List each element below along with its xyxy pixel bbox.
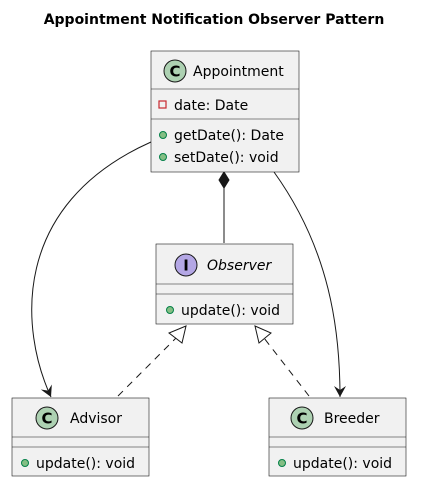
realization-advisor-observer xyxy=(117,325,187,397)
class-name: Advisor xyxy=(70,411,122,427)
class-name: Breeder xyxy=(324,411,380,427)
class-name: Appointment xyxy=(193,64,284,80)
private-field-icon xyxy=(158,100,167,109)
interface-name: Observer xyxy=(207,258,272,274)
public-method-icon xyxy=(166,306,174,314)
realization-arrowhead xyxy=(168,325,187,344)
class-advisor: C Advisor update(): void xyxy=(11,397,150,477)
public-method-icon xyxy=(159,131,167,139)
interface-glyph: I xyxy=(183,257,189,275)
class-glyph: C xyxy=(296,410,307,428)
interface-circle-icon xyxy=(174,253,198,277)
method-update: update(): void xyxy=(293,456,392,472)
public-method-icon xyxy=(159,153,167,161)
public-method-icon xyxy=(21,459,29,467)
method-update: update(): void xyxy=(181,303,280,319)
association-appointment-advisor xyxy=(31,141,152,398)
relations xyxy=(31,141,346,398)
class-circle-icon xyxy=(163,59,187,83)
realization-breeder-observer xyxy=(254,325,310,397)
public-method-icon xyxy=(278,459,286,467)
method-update: update(): void xyxy=(36,456,135,472)
method-setdate: setDate(): void xyxy=(174,150,279,166)
class-circle-icon xyxy=(290,406,314,430)
method-getdate: getDate(): Date xyxy=(174,128,284,144)
realization-arrowhead xyxy=(254,325,272,344)
class-glyph: C xyxy=(41,410,52,428)
composition-diamond xyxy=(218,171,230,189)
interface-observer: I Observer update(): void xyxy=(155,243,294,325)
diagram-title: Appointment Notification Observer Patter… xyxy=(44,12,385,28)
field-date: date: Date xyxy=(174,98,248,114)
composition-appointment-observer xyxy=(218,171,230,243)
class-breeder: C Breeder update(): void xyxy=(268,397,407,477)
association-appointment-breeder xyxy=(273,171,346,398)
class-circle-icon xyxy=(35,406,59,430)
class-appointment: C Appointment date: Date getDate(): Date… xyxy=(150,50,300,173)
class-glyph: C xyxy=(169,63,180,81)
